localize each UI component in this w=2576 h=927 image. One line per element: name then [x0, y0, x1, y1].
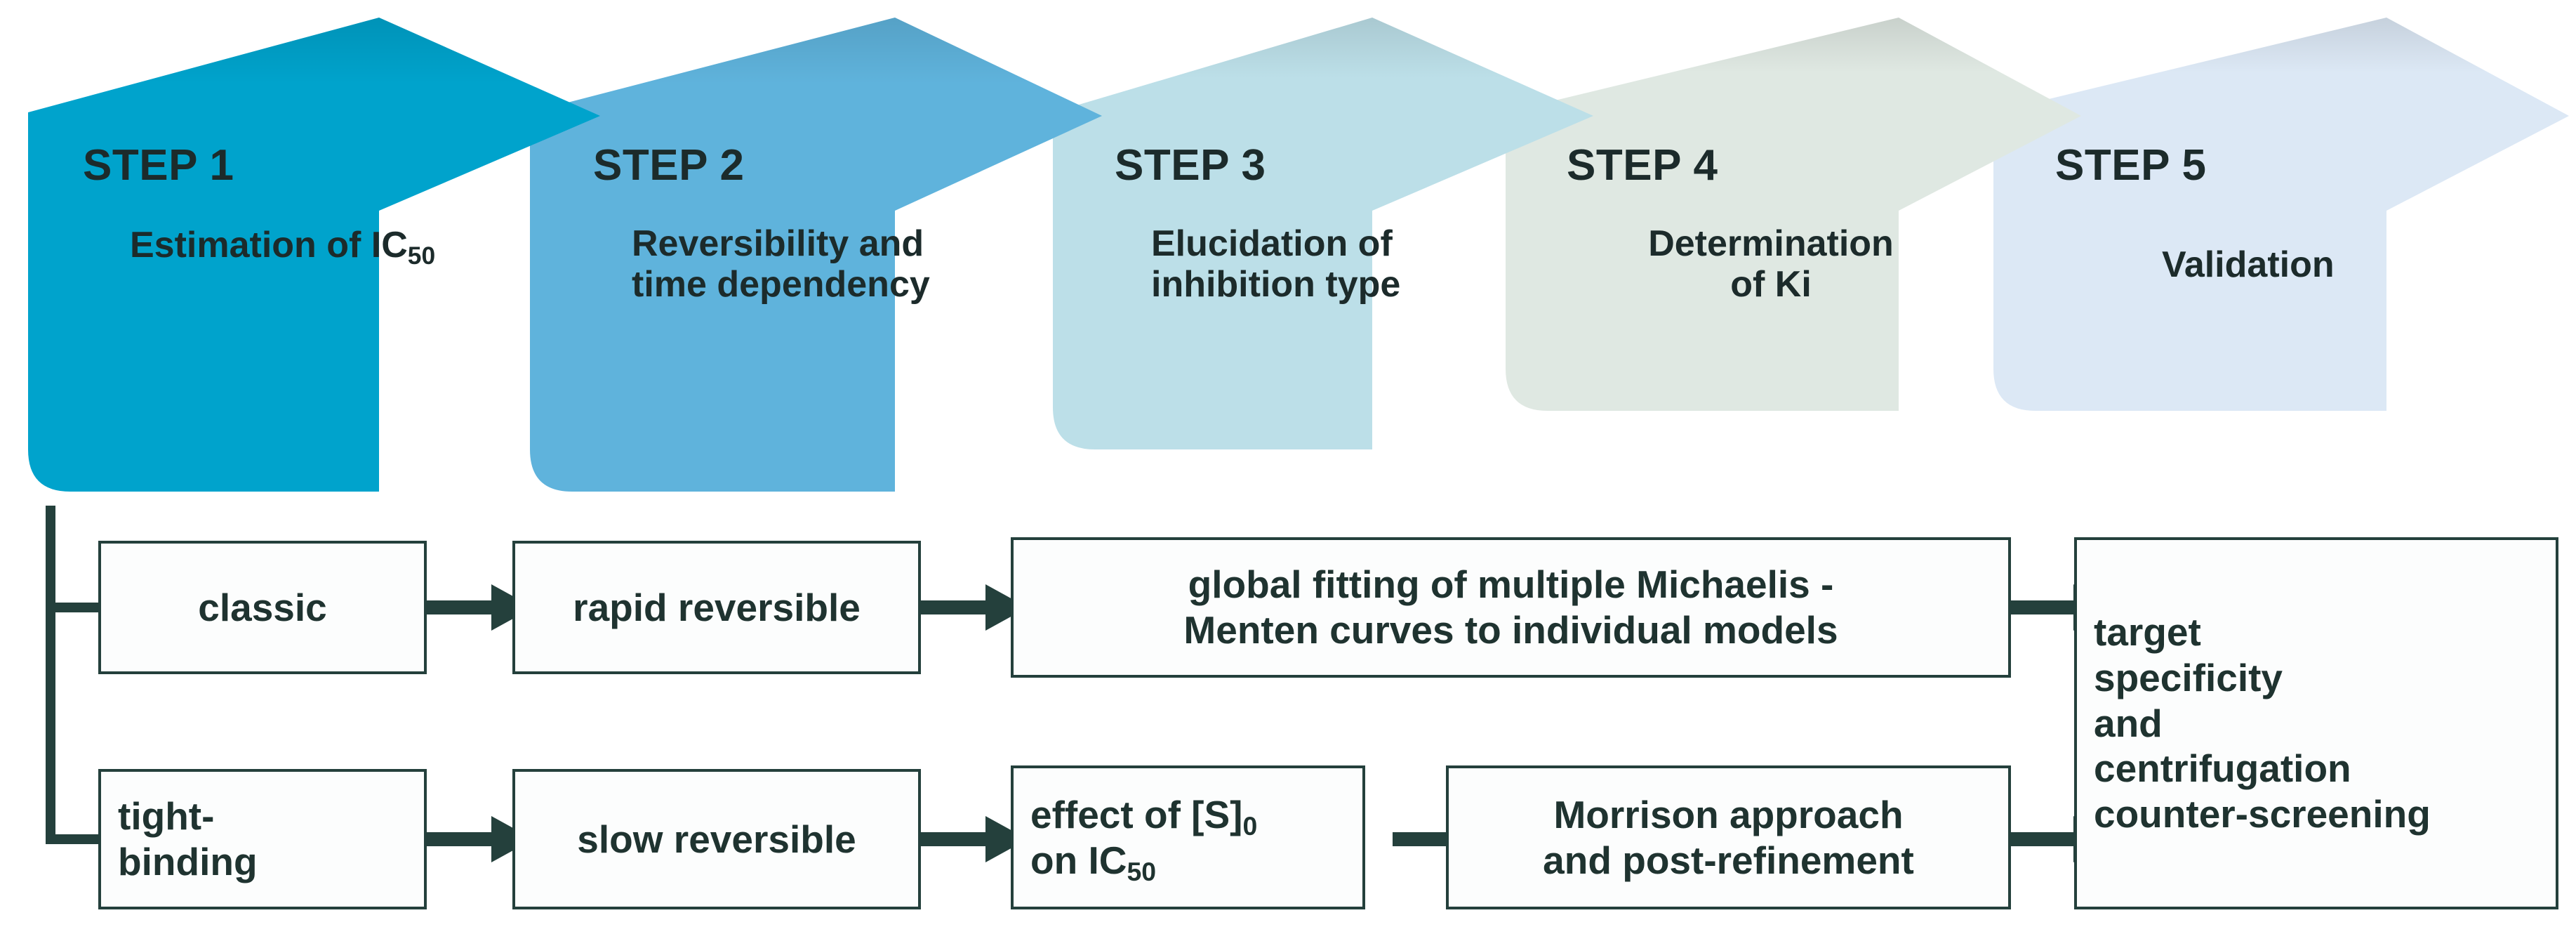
box-tight-binding-line-1: tight-	[118, 794, 215, 839]
box-effect-s0-line-1-subscript: 0	[1242, 811, 1258, 841]
step-1-title: STEP 1	[83, 141, 234, 190]
step-3-subtitle-line-2: inhibition type	[1151, 264, 1401, 305]
box-morrison[interactable]: Morrison approach and post-refinement	[1446, 765, 2011, 909]
step-5-subtitle: Validation	[2162, 244, 2335, 285]
box-effect-s0-line-2: on IC50	[1030, 838, 1346, 886]
step-arrow-4	[1506, 18, 2081, 411]
step-1-subtitle-subscript: 50	[407, 242, 436, 270]
step-2-subtitle-line-2: time dependency	[632, 264, 930, 305]
step-3-title: STEP 3	[1115, 141, 1266, 190]
flow-chart: classic rapid reversible global fitting …	[0, 506, 2576, 927]
step-1-subtitle: Estimation of IC50	[130, 225, 435, 270]
box-rapid-reversible[interactable]: rapid reversible	[512, 541, 921, 674]
box-effect-s0-line-2-subscript: 50	[1127, 856, 1157, 886]
branch-connector	[46, 506, 98, 844]
step-arrow-2	[530, 18, 1102, 492]
step-arrow-5	[1993, 18, 2569, 411]
step-4-subtitle-line-2: of Ki	[1730, 264, 1812, 305]
step-2-subtitle-line-1: Reversibility and	[632, 223, 924, 264]
box-validation-line-4: centrifugation	[2094, 747, 2351, 791]
box-global-fitting-line-2: Menten curves to individual models	[1183, 608, 1838, 652]
step-2-subtitle: Reversibility and time dependency	[632, 223, 930, 305]
box-rapid-reversible-label: rapid reversible	[573, 585, 861, 629]
step-1-subtitle-base: Estimation of IC	[130, 225, 408, 265]
box-validation-line-1: target	[2094, 610, 2201, 654]
box-validation-label: target specificity and centrifugation co…	[2077, 610, 2556, 837]
step-arrow-3	[1053, 18, 1593, 449]
arrow-slow-to-effect	[921, 816, 1028, 862]
box-effect-s0[interactable]: effect of [S]0 on IC50	[1011, 765, 1365, 909]
box-effect-s0-line-1-base: effect of [S]	[1030, 792, 1243, 836]
box-validation-line-5: counter-screening	[2094, 792, 2431, 836]
step-2-title: STEP 2	[593, 141, 745, 190]
step-5-subtitle-line-1: Validation	[2162, 244, 2335, 285]
box-validation-line-3: and	[2094, 701, 2163, 745]
box-global-fitting-label: global fitting of multiple Michaelis - M…	[1014, 562, 2008, 653]
box-effect-s0-line-2-base: on IC	[1030, 838, 1127, 882]
step-3-subtitle-line-1: Elucidation of	[1151, 223, 1393, 264]
step-arrow-band: STEP 1 Estimation of IC50 STEP 2 Reversi…	[28, 18, 2569, 492]
step-arrow-1	[28, 18, 600, 492]
step-4-title: STEP 4	[1567, 141, 1718, 190]
box-slow-reversible[interactable]: slow reversible	[512, 769, 921, 909]
box-tight-binding-line-2: binding	[118, 840, 258, 883]
box-validation-line-2: specificity	[2094, 655, 2283, 699]
box-effect-s0-line-1: effect of [S]0	[1030, 792, 1346, 841]
box-morrison-line-1: Morrison approach	[1553, 792, 1904, 836]
box-effect-s0-label: effect of [S]0 on IC50	[1014, 792, 1362, 886]
box-tight-binding-label: tight- binding	[101, 794, 424, 885]
step-4-subtitle: Determination of Ki	[1606, 223, 1936, 305]
step-3-subtitle: Elucidation of inhibition type	[1151, 223, 1400, 305]
step-5-title: STEP 5	[2055, 141, 2207, 190]
arrow-rapid-to-global	[921, 584, 1028, 631]
box-tight-binding[interactable]: tight- binding	[98, 769, 427, 909]
box-slow-reversible-label: slow reversible	[577, 817, 856, 861]
box-morrison-label: Morrison approach and post-refinement	[1449, 792, 2008, 883]
step-4-subtitle-line-1: Determination	[1648, 223, 1894, 264]
box-morrison-line-2: and post-refinement	[1543, 838, 1914, 882]
box-classic[interactable]: classic	[98, 541, 427, 674]
box-global-fitting-line-1: global fitting of multiple Michaelis -	[1188, 563, 1834, 607]
box-classic-label: classic	[198, 585, 327, 629]
step-arrows-svg	[28, 18, 2569, 492]
box-validation[interactable]: target specificity and centrifugation co…	[2074, 537, 2558, 909]
box-global-fitting[interactable]: global fitting of multiple Michaelis - M…	[1011, 537, 2011, 678]
